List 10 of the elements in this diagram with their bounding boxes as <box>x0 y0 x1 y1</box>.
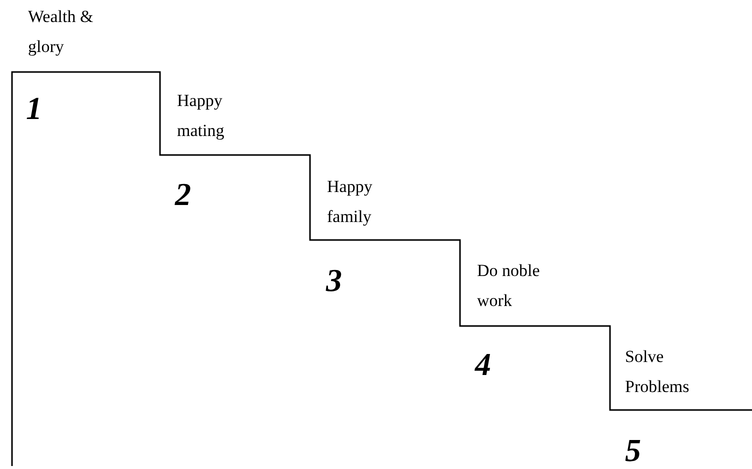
step-number: 2 <box>175 176 191 212</box>
step-label: Happy family <box>327 176 374 228</box>
step-label: Solve Problems <box>625 346 690 398</box>
step-label: Happy mating <box>177 90 226 142</box>
step-label: Do noble work <box>477 260 541 312</box>
step-number: 3 <box>326 262 342 298</box>
step-number: 1 <box>26 90 42 126</box>
step-number: 5 <box>625 432 641 468</box>
step-number: 4 <box>475 346 491 382</box>
step-label: Wealth & glory <box>28 6 94 58</box>
